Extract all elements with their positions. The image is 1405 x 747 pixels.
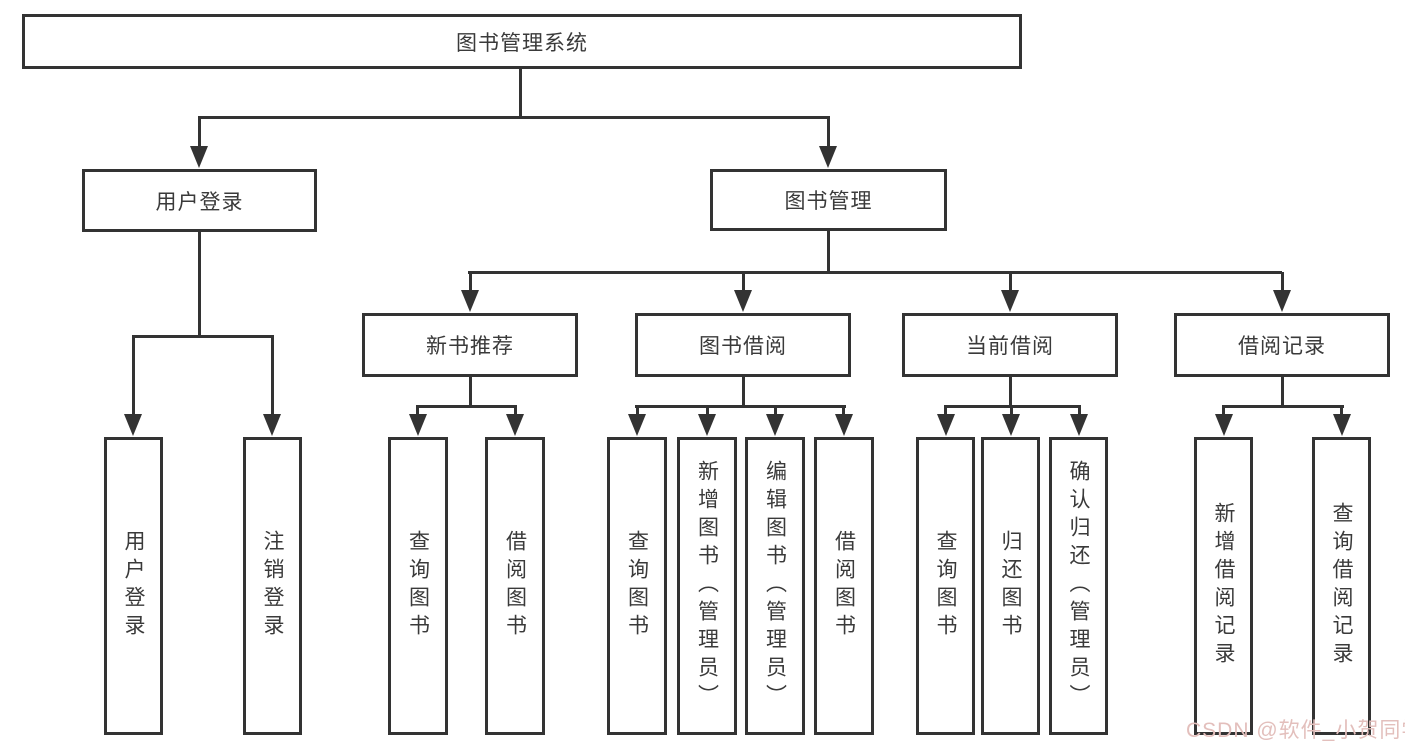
arrow-down-icon [190, 146, 208, 168]
connector-line [198, 232, 201, 337]
leaf-cb-confirm-return-label: 确认归还（管理员） [1067, 460, 1090, 712]
connector-line [1222, 405, 1344, 408]
arrow-down-icon [263, 414, 281, 436]
node-new-book-recommend-label: 新书推荐 [426, 335, 514, 358]
leaf-user-login: 用户登录 [104, 437, 163, 735]
connector-line [271, 336, 274, 415]
arrow-down-icon [734, 290, 752, 312]
connector-line [1281, 272, 1284, 292]
connector-line [706, 406, 709, 416]
connector-line [742, 272, 745, 292]
leaf-cb-return-books-label: 归还图书 [999, 530, 1022, 642]
connector-line [1281, 377, 1284, 406]
leaf-bb-add-books: 新增图书（管理员） [677, 437, 737, 735]
connector-line [944, 406, 947, 416]
arrow-down-icon [937, 414, 955, 436]
leaf-rec-query-record: 查询借阅记录 [1312, 437, 1371, 735]
node-new-book-recommend: 新书推荐 [362, 313, 578, 377]
connector-line [774, 406, 777, 416]
leaf-bb-add-books-label: 新增图书（管理员） [695, 460, 719, 712]
node-user-login: 用户登录 [82, 169, 317, 232]
leaf-nb-query-books-label: 查询图书 [406, 530, 430, 642]
connector-line [416, 405, 517, 408]
node-book-management-label: 图书管理 [784, 190, 873, 213]
leaf-bb-borrow-books: 借阅图书 [814, 437, 874, 735]
arrow-down-icon [819, 146, 837, 168]
leaf-bb-edit-books: 编辑图书（管理员） [745, 437, 805, 735]
leaf-bb-borrow-books-label: 借阅图书 [832, 530, 856, 642]
arrow-down-icon [506, 414, 524, 436]
connector-line [827, 231, 830, 272]
leaf-logout-login-label: 注销登录 [261, 530, 284, 642]
connector-line [742, 377, 745, 406]
leaf-cb-query-books: 查询图书 [916, 437, 975, 735]
connector-line [1010, 406, 1013, 416]
leaf-nb-borrow-books: 借阅图书 [485, 437, 545, 735]
node-current-borrow: 当前借阅 [902, 313, 1118, 377]
connector-line [1009, 272, 1012, 292]
arrow-down-icon [409, 414, 427, 436]
arrow-down-icon [835, 414, 853, 436]
connector-line [468, 271, 1282, 274]
connector-line [469, 272, 472, 292]
watermark: CSDN @软件_小贺同学 [1186, 719, 1405, 742]
connector-line [132, 336, 135, 415]
connector-line [132, 335, 274, 338]
node-book-borrow-label: 图书借阅 [699, 335, 787, 358]
leaf-bb-query-books: 查询图书 [607, 437, 667, 735]
node-root-label: 图书管理系统 [456, 31, 588, 55]
node-root: 图书管理系统 [22, 14, 1022, 69]
node-borrow-records-label: 借阅记录 [1238, 335, 1326, 358]
node-book-borrow: 图书借阅 [635, 313, 851, 377]
connector-line [636, 406, 639, 416]
arrow-down-icon [1273, 290, 1291, 312]
leaf-bb-edit-books-label: 编辑图书（管理员） [763, 460, 787, 712]
leaf-nb-borrow-books-label: 借阅图书 [503, 530, 527, 642]
leaf-rec-add-record-label: 新增借阅记录 [1212, 502, 1235, 670]
arrow-down-icon [461, 290, 479, 312]
connector-line [1078, 406, 1081, 416]
connector-line [1009, 377, 1012, 406]
arrow-down-icon [628, 414, 646, 436]
leaf-nb-query-books: 查询图书 [388, 437, 448, 735]
leaf-logout-login: 注销登录 [243, 437, 302, 735]
leaf-cb-confirm-return: 确认归还（管理员） [1049, 437, 1108, 735]
leaf-bb-query-books-label: 查询图书 [625, 530, 649, 642]
node-book-management: 图书管理 [710, 169, 947, 231]
arrow-down-icon [698, 414, 716, 436]
connector-line [827, 117, 830, 148]
node-current-borrow-label: 当前借阅 [966, 335, 1054, 358]
leaf-cb-query-books-label: 查询图书 [934, 530, 957, 642]
leaf-rec-query-record-label: 查询借阅记录 [1330, 502, 1353, 670]
arrow-down-icon [1070, 414, 1088, 436]
node-user-login-label: 用户登录 [155, 190, 244, 214]
connector-line [519, 69, 522, 117]
connector-line [469, 377, 472, 406]
connector-line [198, 116, 830, 119]
arrow-down-icon [124, 414, 142, 436]
connector-line [635, 405, 846, 408]
connector-line [1340, 406, 1343, 416]
connector-line [514, 406, 517, 416]
connector-line [416, 406, 419, 416]
arrow-down-icon [1215, 414, 1233, 436]
arrow-down-icon [1001, 290, 1019, 312]
arrow-down-icon [1333, 414, 1351, 436]
leaf-rec-add-record: 新增借阅记录 [1194, 437, 1253, 735]
leaf-user-login-label: 用户登录 [122, 530, 145, 642]
leaf-cb-return-books: 归还图书 [981, 437, 1040, 735]
connector-line [842, 406, 845, 416]
arrow-down-icon [1002, 414, 1020, 436]
connector-line [198, 117, 201, 148]
connector-line [1222, 406, 1225, 416]
arrow-down-icon [766, 414, 784, 436]
node-borrow-records: 借阅记录 [1174, 313, 1390, 377]
